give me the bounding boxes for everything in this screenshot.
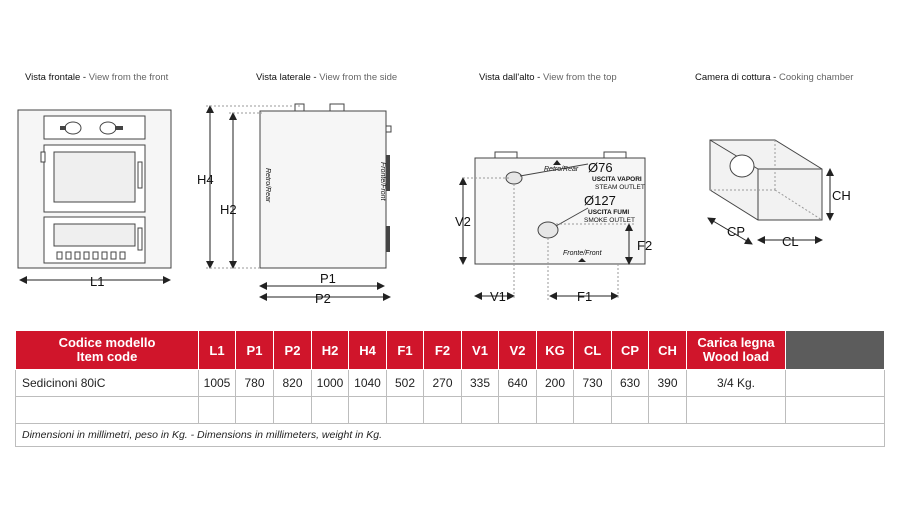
view-label-front: Vista frontale - View from the front [25, 72, 169, 83]
side-rear-label: Retro/Rear [264, 168, 271, 203]
cooking-chamber-drawing: CH CP CL [707, 139, 851, 249]
cell-h4: 1040 [348, 369, 387, 397]
spec-table: Codice modello Item code L1 P1 P2 H2 H4 … [15, 330, 885, 447]
header-v1: V1 [461, 330, 499, 370]
side-front-label: Fronte/Front [379, 162, 386, 202]
side-view-drawing: Retro/Rear Fronte/Front H4 H2 P1 P2 [197, 103, 392, 306]
cell-f2: 270 [423, 369, 462, 397]
dim-h2: H2 [220, 202, 237, 217]
view-label-chamber: Camera di cottura - Cooking chamber [695, 72, 854, 83]
cell-wood-load: 3/4 Kg. [686, 369, 786, 397]
dim-l1: L1 [90, 274, 104, 289]
header-l1: L1 [198, 330, 236, 370]
cell-cp: 630 [611, 369, 649, 397]
cell-blank [785, 369, 885, 397]
table-row: Sedicinoni 80iC 1005 780 820 1000 1040 5… [15, 369, 885, 397]
smoke-label-en: SMOKE OUTLET [584, 217, 635, 224]
dim-ch: CH [832, 188, 851, 203]
table-note-row: Dimensioni in millimetri, peso in Kg. - … [15, 423, 885, 447]
header-cp: CP [611, 330, 649, 370]
steam-label-en: STEAM OUTLET [595, 184, 645, 191]
dim-v2: V2 [455, 214, 471, 229]
smoke-label-it: USCITA FUMI [588, 209, 629, 216]
cell-l1: 1005 [198, 369, 236, 397]
dimensions-note: Dimensioni in millimetri, peso in Kg. - … [15, 423, 885, 447]
header-f1: F1 [386, 330, 424, 370]
steam-diameter: Ø76 [588, 160, 613, 175]
cell-kg: 200 [536, 369, 574, 397]
front-view-drawing: L1 [17, 109, 172, 289]
header-item-code: Codice modello Item code [15, 330, 199, 370]
header-p1: P1 [235, 330, 274, 370]
cell-p1: 780 [235, 369, 274, 397]
header-f2: F2 [423, 330, 462, 370]
cell-p2: 820 [273, 369, 312, 397]
header-kg: KG [536, 330, 574, 370]
table-header-row: Codice modello Item code L1 P1 P2 H2 H4 … [15, 330, 885, 370]
header-p2: P2 [273, 330, 312, 370]
header-v2: V2 [498, 330, 537, 370]
top-rear-label: Retro/Rear [544, 166, 579, 173]
smoke-diameter: Ø127 [584, 193, 616, 208]
cell-v1: 335 [461, 369, 499, 397]
cell-f1: 502 [386, 369, 424, 397]
view-label-top: Vista dall'alto - View from the top [479, 72, 617, 83]
steam-label-it: USCITA VAPORI [592, 176, 642, 183]
dim-v1: V1 [490, 289, 506, 304]
header-cl: CL [573, 330, 612, 370]
row-item-name: Sedicinoni 80iC [15, 369, 199, 397]
top-view-drawing: Retro/Rear Ø76 USCITA VAPORI STEAM OUTLE… [455, 151, 652, 304]
header-wood-load: Carica legna Wood load [686, 330, 786, 370]
header-h4: H4 [348, 330, 387, 370]
table-row-empty [15, 396, 885, 424]
dim-p1: P1 [320, 271, 336, 286]
dim-cl: CL [782, 234, 799, 249]
header-ch: CH [648, 330, 687, 370]
dim-cp: CP [727, 224, 745, 239]
dim-f1: F1 [577, 289, 592, 304]
technical-drawings: L1 Retro/Rear Fronte/Front H4 H2 P1 P2 R… [17, 103, 851, 306]
cell-h2: 1000 [311, 369, 349, 397]
view-label-side: Vista laterale - View from the side [256, 72, 398, 83]
header-blank [785, 330, 885, 370]
dim-h4: H4 [197, 172, 214, 187]
header-h2: H2 [311, 330, 349, 370]
dim-p2: P2 [315, 291, 331, 306]
top-front-label: Fronte/Front [563, 250, 603, 257]
cell-cl: 730 [573, 369, 612, 397]
cell-ch: 390 [648, 369, 687, 397]
cell-v2: 640 [498, 369, 537, 397]
dim-f2: F2 [637, 238, 652, 253]
